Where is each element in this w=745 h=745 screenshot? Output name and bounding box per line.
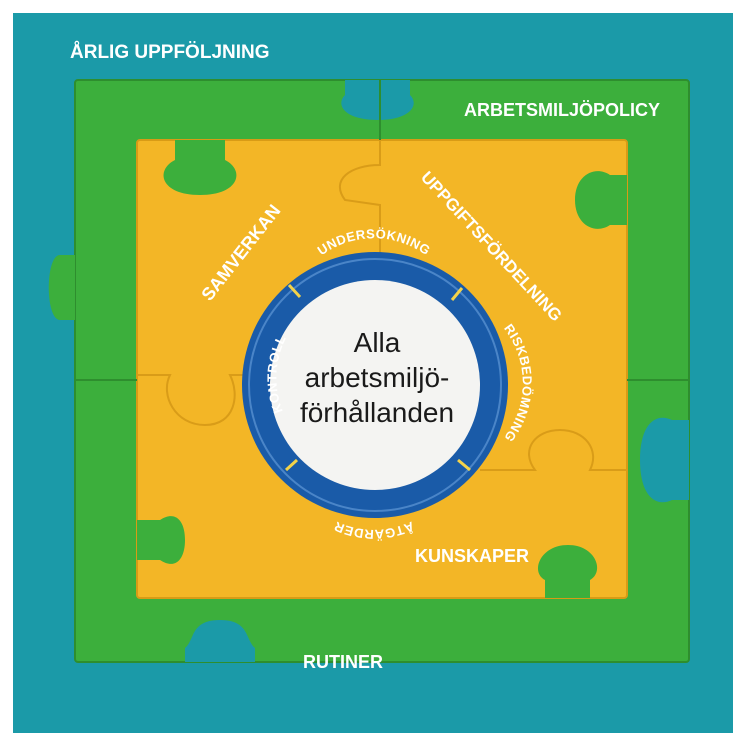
label-annual-followup: ÅRLIG UPPFÖLJNING: [70, 42, 270, 63]
label-routines: RUTINER: [303, 652, 383, 672]
cycle-ring: [242, 252, 508, 518]
center-line-3: förhållanden: [300, 397, 454, 428]
center-circle: [270, 280, 480, 490]
label-knowledge: KUNSKAPER: [415, 546, 529, 566]
center-line-1: Alla: [354, 327, 401, 358]
label-policy: ARBETSMILJÖPOLICY: [464, 100, 660, 120]
center-line-2: arbetsmiljö-: [305, 362, 450, 393]
